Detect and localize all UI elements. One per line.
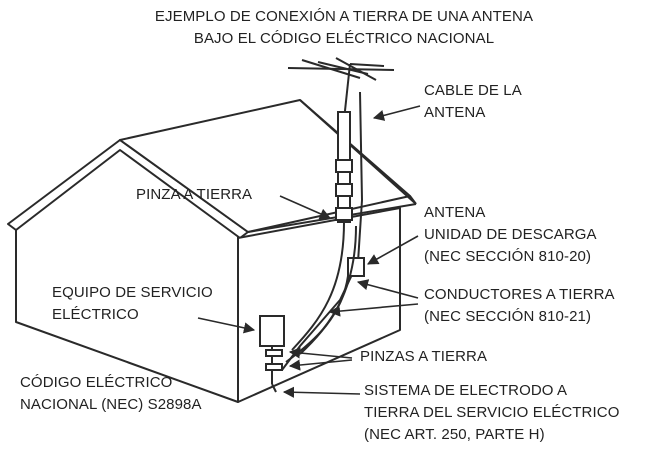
label-nec-code: CÓDIGO ELÉCTRICO NACIONAL (NEC) S2898A [20, 374, 202, 413]
antenna-boom [287, 67, 395, 71]
arrow-electrode [282, 386, 361, 398]
house-side-wall [237, 207, 401, 403]
arrow-ground-clamps-2 [288, 359, 353, 371]
diagram-title-line1: EJEMPLO DE CONEXIÓN A TIERRA DE UNA ANTE… [154, 8, 534, 25]
arrow-ground-clamp [279, 195, 332, 220]
label-ground-clamps: PINZAS A TIERRA [360, 348, 488, 365]
diagram-title: EJEMPLO DE CONEXIÓN A TIERRA DE UNA ANTE… [134, 6, 554, 50]
label-antenna-cable: CABLE DE LA ANTENA [424, 82, 522, 121]
ground-clamp-upper [265, 349, 283, 357]
label-ground-conductors: CONDUCTORES A TIERRA (NEC SECCIÓN 810-21… [424, 286, 615, 325]
label-ground-clamp: PINZA A TIERRA [136, 186, 253, 203]
arrow-conductor-1 [356, 279, 419, 299]
arrow-discharge-unit [367, 235, 419, 265]
arrow-service-equipment [197, 317, 256, 334]
service-panel [259, 315, 285, 393]
label-discharge-unit: ANTENA UNIDAD DE DESCARGA (NEC SECCIÓN 8… [424, 204, 597, 265]
antenna [287, 57, 395, 223]
arrow-ground-clamps-1 [288, 347, 353, 359]
ground-clamp-lower [265, 363, 283, 371]
antenna-mast [343, 63, 351, 121]
diagram-title-line2: BAJO EL CÓDIGO ELÉCTRICO NACIONAL [193, 30, 495, 47]
label-electrode-system: SISTEMA DE ELECTRODO A TIERRA DEL SERVIC… [364, 382, 620, 443]
arrow-conductor-2 [328, 303, 419, 317]
arrow-antenna-cable [372, 105, 421, 121]
service-equipment-box [259, 315, 285, 347]
label-service-equipment: EQUIPO DE SERVICIO ELÉCTRICO [52, 284, 213, 323]
callout-arrows [197, 105, 421, 398]
